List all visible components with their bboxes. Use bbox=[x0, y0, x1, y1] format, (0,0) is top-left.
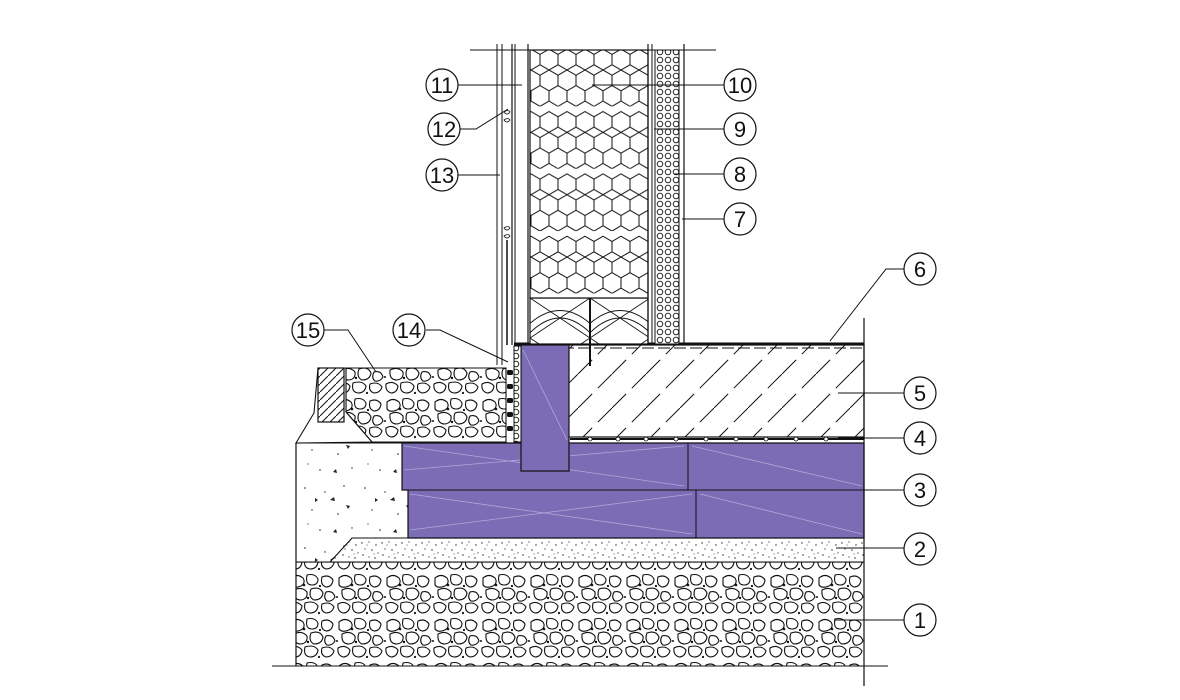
callout-4: 4 bbox=[903, 421, 937, 455]
svg-text:10: 10 bbox=[728, 73, 752, 98]
svg-text:12: 12 bbox=[432, 117, 456, 142]
svg-text:3: 3 bbox=[914, 478, 926, 503]
wall-base-insulation-block bbox=[520, 344, 570, 472]
callout-2: 2 bbox=[903, 532, 937, 566]
callout-1: 1 bbox=[903, 603, 937, 637]
callout-3: 3 bbox=[903, 473, 937, 507]
callout-13: 13 bbox=[425, 158, 459, 192]
svg-text:5: 5 bbox=[914, 381, 926, 406]
svg-text:14: 14 bbox=[397, 318, 421, 343]
plinth-drainage-strip bbox=[507, 345, 522, 443]
gravel-bed-layer bbox=[296, 561, 864, 666]
svg-text:1: 1 bbox=[914, 608, 926, 633]
svg-text:13: 13 bbox=[430, 163, 454, 188]
svg-text:8: 8 bbox=[734, 162, 746, 187]
svg-text:11: 11 bbox=[431, 73, 454, 98]
svg-text:4: 4 bbox=[914, 426, 926, 451]
svg-text:2: 2 bbox=[914, 537, 926, 562]
sand-leveling-layer bbox=[328, 537, 865, 563]
svg-text:9: 9 bbox=[734, 117, 746, 142]
xps-insulation-layer bbox=[401, 442, 865, 539]
callout-11: 11 bbox=[425, 68, 459, 102]
outer-wall-cladding bbox=[496, 44, 516, 365]
edge-curb-stone bbox=[317, 367, 345, 423]
timber-sole-plate bbox=[529, 291, 649, 366]
inner-board-layer bbox=[651, 44, 685, 345]
callout-5: 5 bbox=[903, 376, 937, 410]
separation-membrane bbox=[570, 436, 864, 442]
svg-text:6: 6 bbox=[914, 257, 926, 282]
svg-text:7: 7 bbox=[734, 207, 746, 232]
concrete-screed-slab bbox=[567, 344, 865, 438]
callout-9: 9 bbox=[723, 112, 757, 146]
exterior-gravel-strip bbox=[295, 367, 507, 444]
callout-14: 14 bbox=[392, 313, 426, 347]
wall-mineral-wool bbox=[529, 49, 649, 299]
callout-6: 6 bbox=[903, 252, 937, 286]
callout-12: 12 bbox=[427, 112, 461, 146]
callout-8: 8 bbox=[723, 157, 757, 191]
svg-text:15: 15 bbox=[296, 318, 320, 343]
callout-7: 7 bbox=[723, 202, 757, 236]
callout-10: 10 bbox=[723, 68, 757, 102]
leader-lines bbox=[324, 84, 904, 621]
callout-15: 15 bbox=[291, 313, 325, 347]
